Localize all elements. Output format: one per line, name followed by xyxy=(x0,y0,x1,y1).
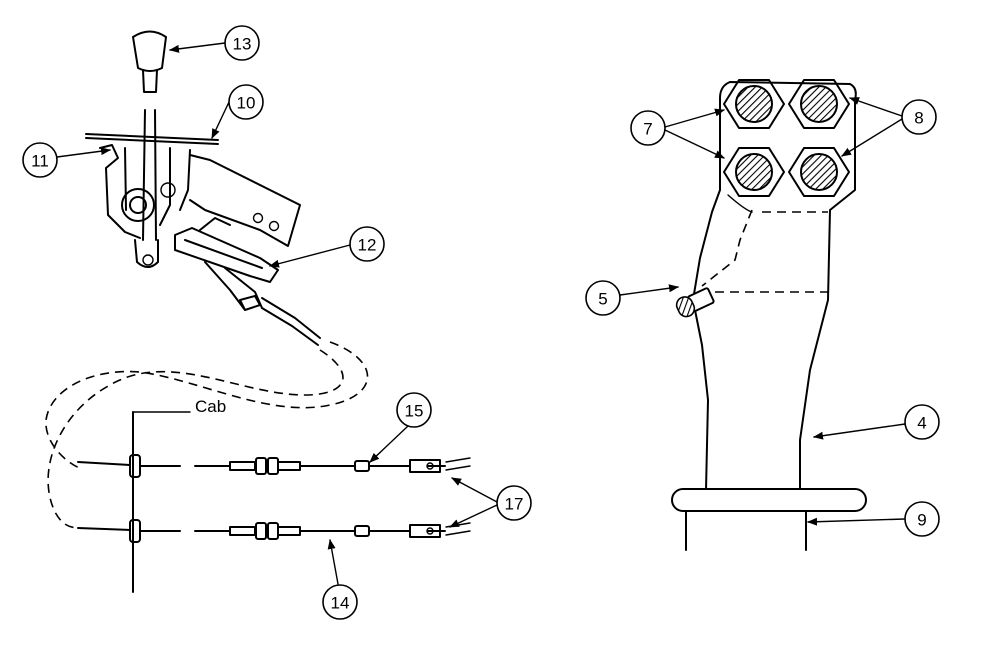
lower-cable-sheath xyxy=(77,527,231,532)
bracket-hole-1 xyxy=(252,212,264,224)
shift-housing xyxy=(99,144,191,239)
leader-8-upper xyxy=(849,97,903,117)
callout-9: 9 xyxy=(904,501,940,537)
callout-11: 11 xyxy=(22,142,58,178)
cable-ends xyxy=(204,261,263,311)
button-8-top xyxy=(800,85,838,123)
handle-contour xyxy=(727,194,753,213)
lever-foot-pin xyxy=(142,254,154,266)
leader-17-upper xyxy=(451,477,498,503)
hex-nut-8-top xyxy=(788,79,850,129)
hex-nut-7-bottom xyxy=(723,147,785,197)
callout-12: 12 xyxy=(349,226,385,262)
leader-11 xyxy=(56,147,111,158)
callout-13: 13 xyxy=(224,25,260,61)
lower-clevis xyxy=(409,524,446,538)
control-cables: Cab xyxy=(45,341,471,593)
floor-plate xyxy=(85,133,219,145)
pivot-bolt xyxy=(129,196,147,214)
leader-8-lower xyxy=(841,118,903,157)
upper-ferrule xyxy=(229,461,256,471)
svg-text:8: 8 xyxy=(914,109,923,128)
cable-clamp xyxy=(174,217,279,283)
cable-loop-dashed-1 xyxy=(45,341,369,469)
handle-shaft xyxy=(685,510,807,551)
handle-collar xyxy=(671,488,867,512)
hex-nut-8-bottom xyxy=(788,147,850,197)
callout-10: 10 xyxy=(228,84,264,120)
upper-bulkhead xyxy=(129,454,141,478)
callout-8: 8 xyxy=(901,99,937,135)
handle-hidden-edge xyxy=(701,209,753,287)
shift-lever-assembly xyxy=(85,30,321,346)
mounting-bracket xyxy=(189,154,301,247)
button-7-top xyxy=(735,85,773,123)
leader-7-upper xyxy=(664,108,725,128)
upper-clevis-pin xyxy=(426,462,434,470)
svg-text:5: 5 xyxy=(598,290,607,309)
svg-text:10: 10 xyxy=(237,94,256,113)
upper-nut-2 xyxy=(267,457,279,475)
svg-text:4: 4 xyxy=(917,414,926,433)
upper-linkage xyxy=(445,457,471,471)
leader-15 xyxy=(369,425,409,463)
lower-nut-2 xyxy=(267,522,279,540)
cable-sheath-upper xyxy=(261,297,321,346)
svg-text:11: 11 xyxy=(31,152,49,171)
svg-text:9: 9 xyxy=(917,511,926,530)
lever-rod xyxy=(142,109,157,241)
upper-sleeve xyxy=(277,461,301,471)
rocker-switch-5 xyxy=(675,287,715,318)
svg-text:13: 13 xyxy=(233,35,252,54)
cab-label: Cab xyxy=(195,397,226,416)
upper-cable-sheath xyxy=(77,461,231,467)
leader-5 xyxy=(619,284,679,296)
cable-loop-dashed-2 xyxy=(47,349,344,529)
lever-foot xyxy=(134,239,159,268)
callout-17: 17 xyxy=(496,485,532,521)
lower-nut-1 xyxy=(255,522,267,540)
leader-10 xyxy=(211,101,230,139)
svg-text:15: 15 xyxy=(405,402,424,421)
upper-rod-end xyxy=(354,460,370,472)
pivot-bolt-2 xyxy=(160,182,176,198)
leader-13 xyxy=(169,42,226,53)
lower-sleeve xyxy=(277,526,301,536)
svg-text:14: 14 xyxy=(331,594,350,613)
leader-12 xyxy=(269,244,351,268)
leader-17-lower xyxy=(449,504,498,528)
button-7-bottom xyxy=(735,153,773,191)
lower-ferrule xyxy=(229,526,256,536)
bracket-hole-2 xyxy=(268,220,280,232)
lower-linkage xyxy=(445,522,471,536)
callout-4: 4 xyxy=(904,404,940,440)
callout-14: 14 xyxy=(322,584,358,620)
svg-text:7: 7 xyxy=(643,120,652,139)
callout-7: 7 xyxy=(630,110,666,146)
callout-5: 5 xyxy=(585,280,621,316)
button-8-bottom xyxy=(800,153,838,191)
leader-14 xyxy=(327,539,339,585)
callout-15: 15 xyxy=(396,392,432,428)
lower-rod-end xyxy=(354,525,370,537)
lower-clevis-pin xyxy=(426,527,434,535)
svg-text:12: 12 xyxy=(358,236,377,255)
leader-lines xyxy=(56,42,906,585)
lever-knob xyxy=(132,30,167,72)
hex-nut-7-top xyxy=(723,79,785,129)
pivot-ring xyxy=(121,188,155,222)
handle-outline xyxy=(692,81,857,491)
lever-knob-stem xyxy=(142,69,158,93)
upper-nut-1 xyxy=(255,457,267,475)
leader-9 xyxy=(807,517,906,526)
lower-bulkhead xyxy=(129,519,141,543)
svg-text:17: 17 xyxy=(505,495,524,514)
joystick-handle xyxy=(671,79,867,551)
upper-clevis xyxy=(409,459,446,473)
leader-4 xyxy=(813,423,906,440)
leader-7-lower xyxy=(664,129,725,159)
